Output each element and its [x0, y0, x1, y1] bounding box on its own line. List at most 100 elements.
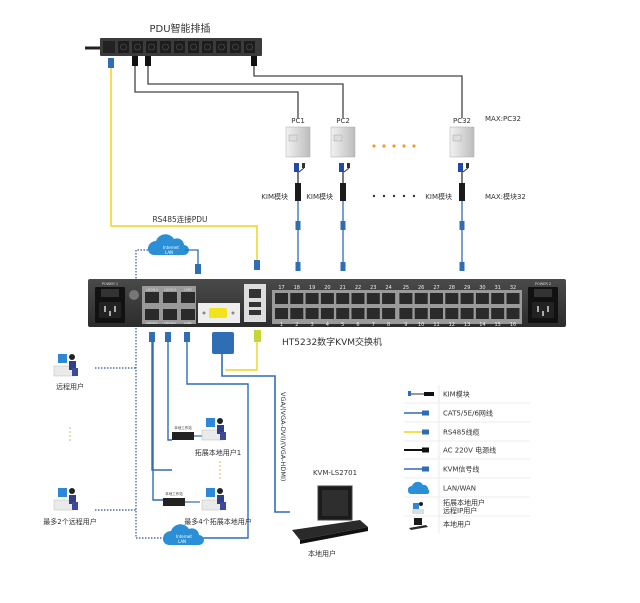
kvm-port-4 [320, 308, 334, 319]
legend-item: KIM模块 [404, 385, 530, 404]
kim-module-icon [295, 183, 301, 201]
power-cable-icon [422, 447, 429, 453]
kvm-port-26 [414, 293, 428, 304]
kvm-port-1 [275, 308, 288, 319]
rj45-plug-icon [340, 221, 346, 230]
kvm-port-2 [290, 308, 304, 319]
cloud-top: Internet LAN [147, 234, 201, 274]
kvm-port-12 [445, 308, 459, 319]
svg-text:4: 4 [326, 322, 329, 328]
svg-text:Internet: Internet [163, 245, 179, 250]
kvm-port-7 [366, 308, 380, 319]
kvm-port-13 [460, 308, 474, 319]
svg-text:6: 6 [356, 322, 359, 328]
rj45-plug-icon [165, 332, 171, 342]
network-cable-icon [422, 410, 429, 416]
svg-text:3: 3 [311, 322, 314, 328]
svg-text:19: 19 [309, 285, 315, 291]
kvm-port-15 [491, 308, 505, 319]
cloud-bottom: Internet LAN [162, 524, 204, 546]
ext-local-user-max [201, 488, 226, 511]
svg-text:LOCAL3: LOCAL3 [146, 288, 158, 292]
pc-label: PC1 [291, 117, 305, 125]
cloud-icon [162, 524, 204, 546]
kvm-port-22 [351, 293, 365, 304]
usb-port [249, 310, 261, 315]
svg-text:9: 9 [404, 322, 407, 328]
console-label: 本地用户 [308, 549, 336, 558]
kim-dots [372, 194, 416, 198]
rj45-plug-icon [149, 332, 155, 342]
svg-text:12: 12 [449, 322, 455, 328]
kvm-port-21 [336, 293, 350, 304]
svg-text:25: 25 [403, 285, 409, 291]
pdu-inlet [103, 41, 115, 53]
kvm-port-29 [460, 293, 474, 304]
svg-text:5: 5 [341, 322, 344, 328]
svg-text:23: 23 [370, 285, 376, 291]
local-port-local2 [163, 309, 177, 320]
ground-screw-icon [129, 290, 139, 300]
power-plug-icon [251, 56, 257, 66]
power-plug-icon [132, 56, 138, 66]
svg-text:27: 27 [433, 285, 439, 291]
svg-text:13: 13 [464, 322, 470, 328]
kvm-port-32 [506, 293, 520, 304]
local-port-local4 [163, 292, 177, 303]
cloud-icon [407, 481, 430, 494]
kim-module-icon [340, 183, 346, 201]
ext-local-user-1-label: 拓展本地用户1 [195, 448, 241, 457]
kvm-port-18 [290, 293, 304, 304]
orange-dots [372, 144, 416, 148]
kvm-port-8 [382, 308, 396, 319]
kvm-port-14 [475, 308, 489, 319]
kvm-port-23 [366, 293, 380, 304]
cloud-label: LAN [165, 250, 173, 255]
pdu: PDU智能排插 [85, 22, 262, 56]
console-keyboard [292, 520, 368, 540]
svg-text:17: 17 [278, 285, 284, 291]
pdu-socket [160, 41, 171, 53]
rj45-plug-icon [459, 221, 465, 230]
legend-item: KVM信号线 [404, 460, 530, 479]
kvm-port-28 [445, 293, 459, 304]
kvm-port-24 [382, 293, 396, 304]
legend-item: LAN/WAN [404, 479, 530, 498]
legend-label: CAT5/5E/6网线 [443, 409, 493, 418]
legend-label: KVM信号线 [443, 465, 479, 474]
svg-text:29: 29 [464, 285, 470, 291]
legend-label: LAN/WAN [443, 485, 476, 493]
kim-module-icon [459, 183, 465, 201]
vga-plug-icon [339, 163, 344, 172]
legend-item: 本地用户 [409, 515, 471, 533]
local-cables [151, 338, 249, 539]
svg-text:24: 24 [385, 285, 391, 291]
svg-text:16: 16 [510, 322, 516, 328]
pc-label: PC2 [336, 117, 350, 125]
power-plug-icon [145, 56, 151, 66]
person-icon [69, 354, 75, 360]
svg-text:21: 21 [340, 285, 346, 291]
local-workstation-box [172, 432, 194, 440]
svg-text:14: 14 [479, 322, 485, 328]
legend-label: KIM模块 [443, 390, 470, 399]
kim-label: KIM模块 [425, 192, 452, 201]
video-cable-label: VGA/(VGA-DVI)/(VGA-HDMI) [279, 392, 287, 481]
pdu-socket [202, 41, 213, 53]
console-icon [414, 518, 422, 525]
switch-name: HT5232数字KVM交换机 [282, 336, 382, 348]
legend-item: 拓展本地用户远程IP用户 [404, 498, 530, 517]
legend-item: CAT5/5E/6网线 [404, 404, 530, 423]
kvm-port-27 [430, 293, 443, 304]
svg-text:8: 8 [387, 322, 390, 328]
pdu-socket [174, 41, 185, 53]
vga-plug-icon [458, 163, 463, 172]
rs485-label: RS485连接PDU [152, 214, 207, 224]
svg-text:POWER 1: POWER 1 [102, 282, 118, 286]
vga-port [209, 308, 227, 318]
remote-user-max [53, 488, 78, 511]
legend-item: AC 220V 电源线 [404, 441, 530, 460]
